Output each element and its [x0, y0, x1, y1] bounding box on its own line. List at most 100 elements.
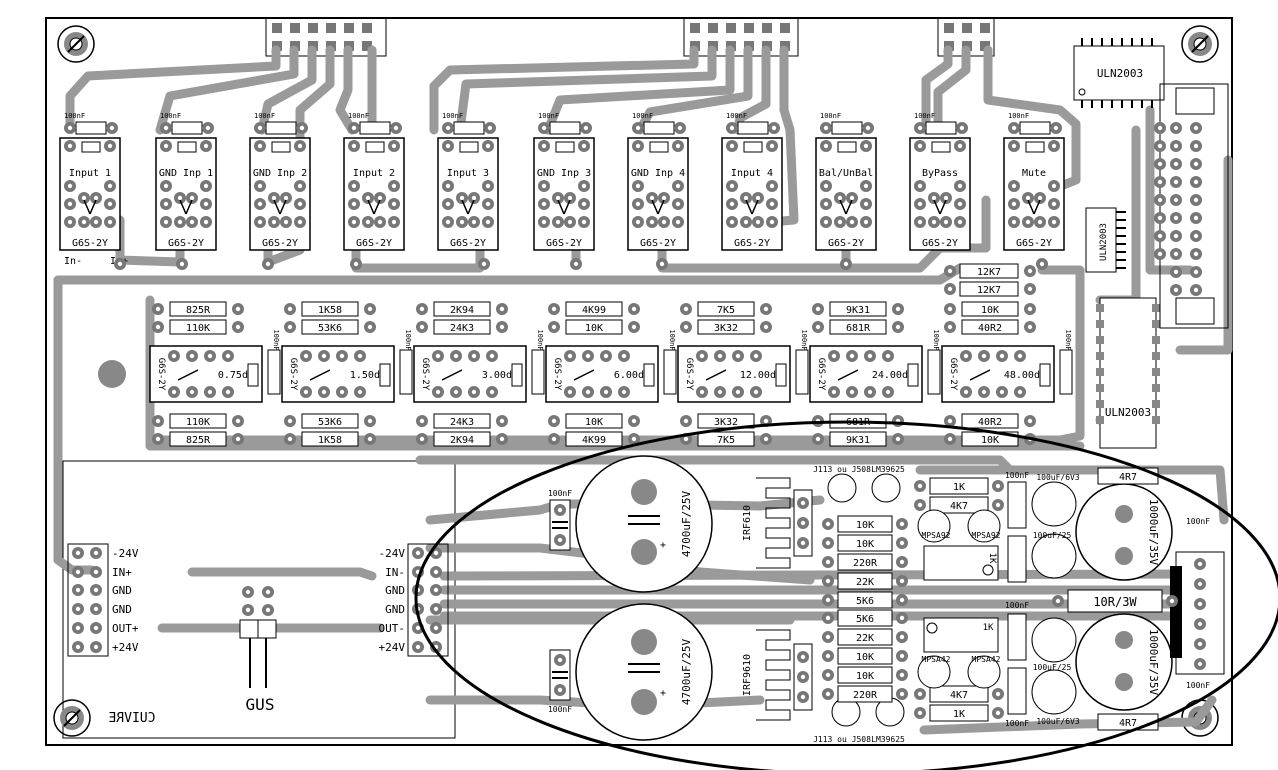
mosfet-bottom: IRF9610 [742, 629, 813, 721]
ic-top: J113 ou J508 LM39625 [813, 465, 905, 503]
resistor-label: 40R2 [978, 323, 1002, 334]
cap-label: 100nF [254, 112, 275, 120]
terminal-label: +24V [379, 641, 406, 654]
transistor-label: MPSA92 [922, 531, 951, 540]
resistor-label: 220R [853, 690, 878, 701]
mounting-hole [57, 25, 95, 63]
svg-text:+: + [660, 688, 666, 699]
resistor-label: 681R [846, 323, 871, 334]
cap-label: 100nF [1005, 471, 1029, 480]
terminal-label: +24V [112, 641, 139, 654]
stage-relay-part: G6S-2Y [288, 358, 298, 391]
resistor-label: 1K58 [318, 435, 342, 446]
cap-label: 100nF [548, 705, 572, 714]
uln2003-chip-bottom: ULN2003 [1096, 297, 1160, 449]
resistor-label: 9K31 [846, 305, 870, 316]
terminal-label: GND [112, 603, 132, 616]
stage-relay-part: G6S-2Y [552, 358, 562, 391]
cap-label: 100nF [1008, 112, 1029, 120]
terminal-block-right: -24V IN- GND GND OUT- +24V [379, 543, 449, 657]
cap-label: 100nF [1005, 719, 1029, 728]
resistor-label: 10K [981, 435, 999, 446]
resistor-label: 22K [856, 633, 874, 644]
small-cap: 100nF [548, 649, 572, 714]
cap-label: 4700uF/25V [680, 491, 693, 558]
ic-bottom: J113 ou J508 LM39625 [813, 697, 905, 744]
resistor-label: 10K [585, 323, 603, 334]
uln2003-chip-top: ULN2003 [1073, 38, 1165, 108]
chip-label: ULN2003 [1099, 223, 1109, 261]
resistor-label: 22K [856, 577, 874, 588]
mirrored-text: CUIVRE [109, 711, 156, 726]
ic-label: J113 ou J508 [813, 465, 871, 474]
large-pad [98, 360, 126, 388]
stage-db-label: 24.00dB [872, 370, 914, 381]
highlight-ellipse [414, 420, 1278, 770]
resistor-label: 53K6 [318, 417, 342, 428]
resistor-label: 7K5 [717, 435, 735, 446]
resistor-label: 40R2 [978, 417, 1002, 428]
resistor-label: 4K7 [950, 501, 968, 512]
cap-label: 100uF/6V3 [1036, 717, 1080, 726]
jumper-label: GUS [246, 695, 275, 714]
resistor-label: 4K99 [582, 305, 606, 316]
cap-label: 100nF [348, 112, 369, 120]
cap-label: 1000uF/35V [1147, 499, 1160, 566]
resistor-label: 10K [856, 671, 874, 682]
stage-relay-part: G6S-2Y [420, 358, 430, 391]
stage-relay-part: G6S-2Y [156, 358, 166, 391]
main-cap-bottom: + 4700uF/25V [575, 603, 713, 741]
relay-label: GND Inp 3 [537, 168, 591, 179]
relay: 100nF GND Inp 2 G6S-2Y [249, 112, 311, 251]
relay-part-label: G6S-2Y [262, 238, 298, 249]
trimmer-label: 1K [987, 553, 997, 564]
relay-part-label: G6S-2Y [734, 238, 770, 249]
cap-label: 100nF [632, 112, 653, 120]
regulator-strip: 100nF 100nF [1170, 517, 1225, 690]
relay-part-label: G6S-2Y [356, 238, 392, 249]
right-connector [1154, 83, 1229, 329]
transistors-bottom: MPSA42 MPSA42 [917, 655, 1001, 689]
cap-label: 4700uF/25V [680, 639, 693, 706]
small-cap-column: 100nF 100nF 100nF [1005, 471, 1029, 728]
svg-text:+: + [660, 540, 666, 551]
stage-db-label: 3.00dB [482, 370, 518, 381]
cap-label: 100uF/25 [1033, 663, 1072, 672]
cap-label: 100uF/25 [1033, 531, 1072, 540]
mosfet-label: IRF9610 [742, 654, 753, 696]
cap-label: 100nF [404, 329, 412, 350]
terminal-label: -24V [379, 547, 406, 560]
cap-label: 100nF [914, 112, 935, 120]
relay-label: GND Inp 1 [159, 168, 213, 179]
relay-part-label: G6S-2Y [1016, 238, 1052, 249]
resistor-label: 220R [853, 558, 878, 569]
trimmer-top: 1K [923, 545, 999, 581]
resistor-label: 1K [953, 709, 965, 720]
resistor-label: 9K31 [846, 435, 870, 446]
terminal-block-left: -24V IN+ GND GND OUT+ +24V [67, 543, 139, 657]
board-outline [45, 17, 1233, 746]
resistor-label: 10K [856, 652, 874, 663]
cap-label: 100nF [800, 329, 808, 350]
resistor-label: 12K7 [977, 285, 1001, 296]
transistor-label: MPSA92 [972, 531, 1001, 540]
relay-label: GND Inp 2 [253, 168, 307, 179]
small-cap: 100nF [548, 489, 572, 551]
resistor-label: 1K [953, 482, 965, 493]
terminal-label: GND [385, 603, 405, 616]
main-cap-top: + 4700uF/25V [575, 455, 713, 593]
resistor-label: 5K6 [856, 614, 874, 625]
